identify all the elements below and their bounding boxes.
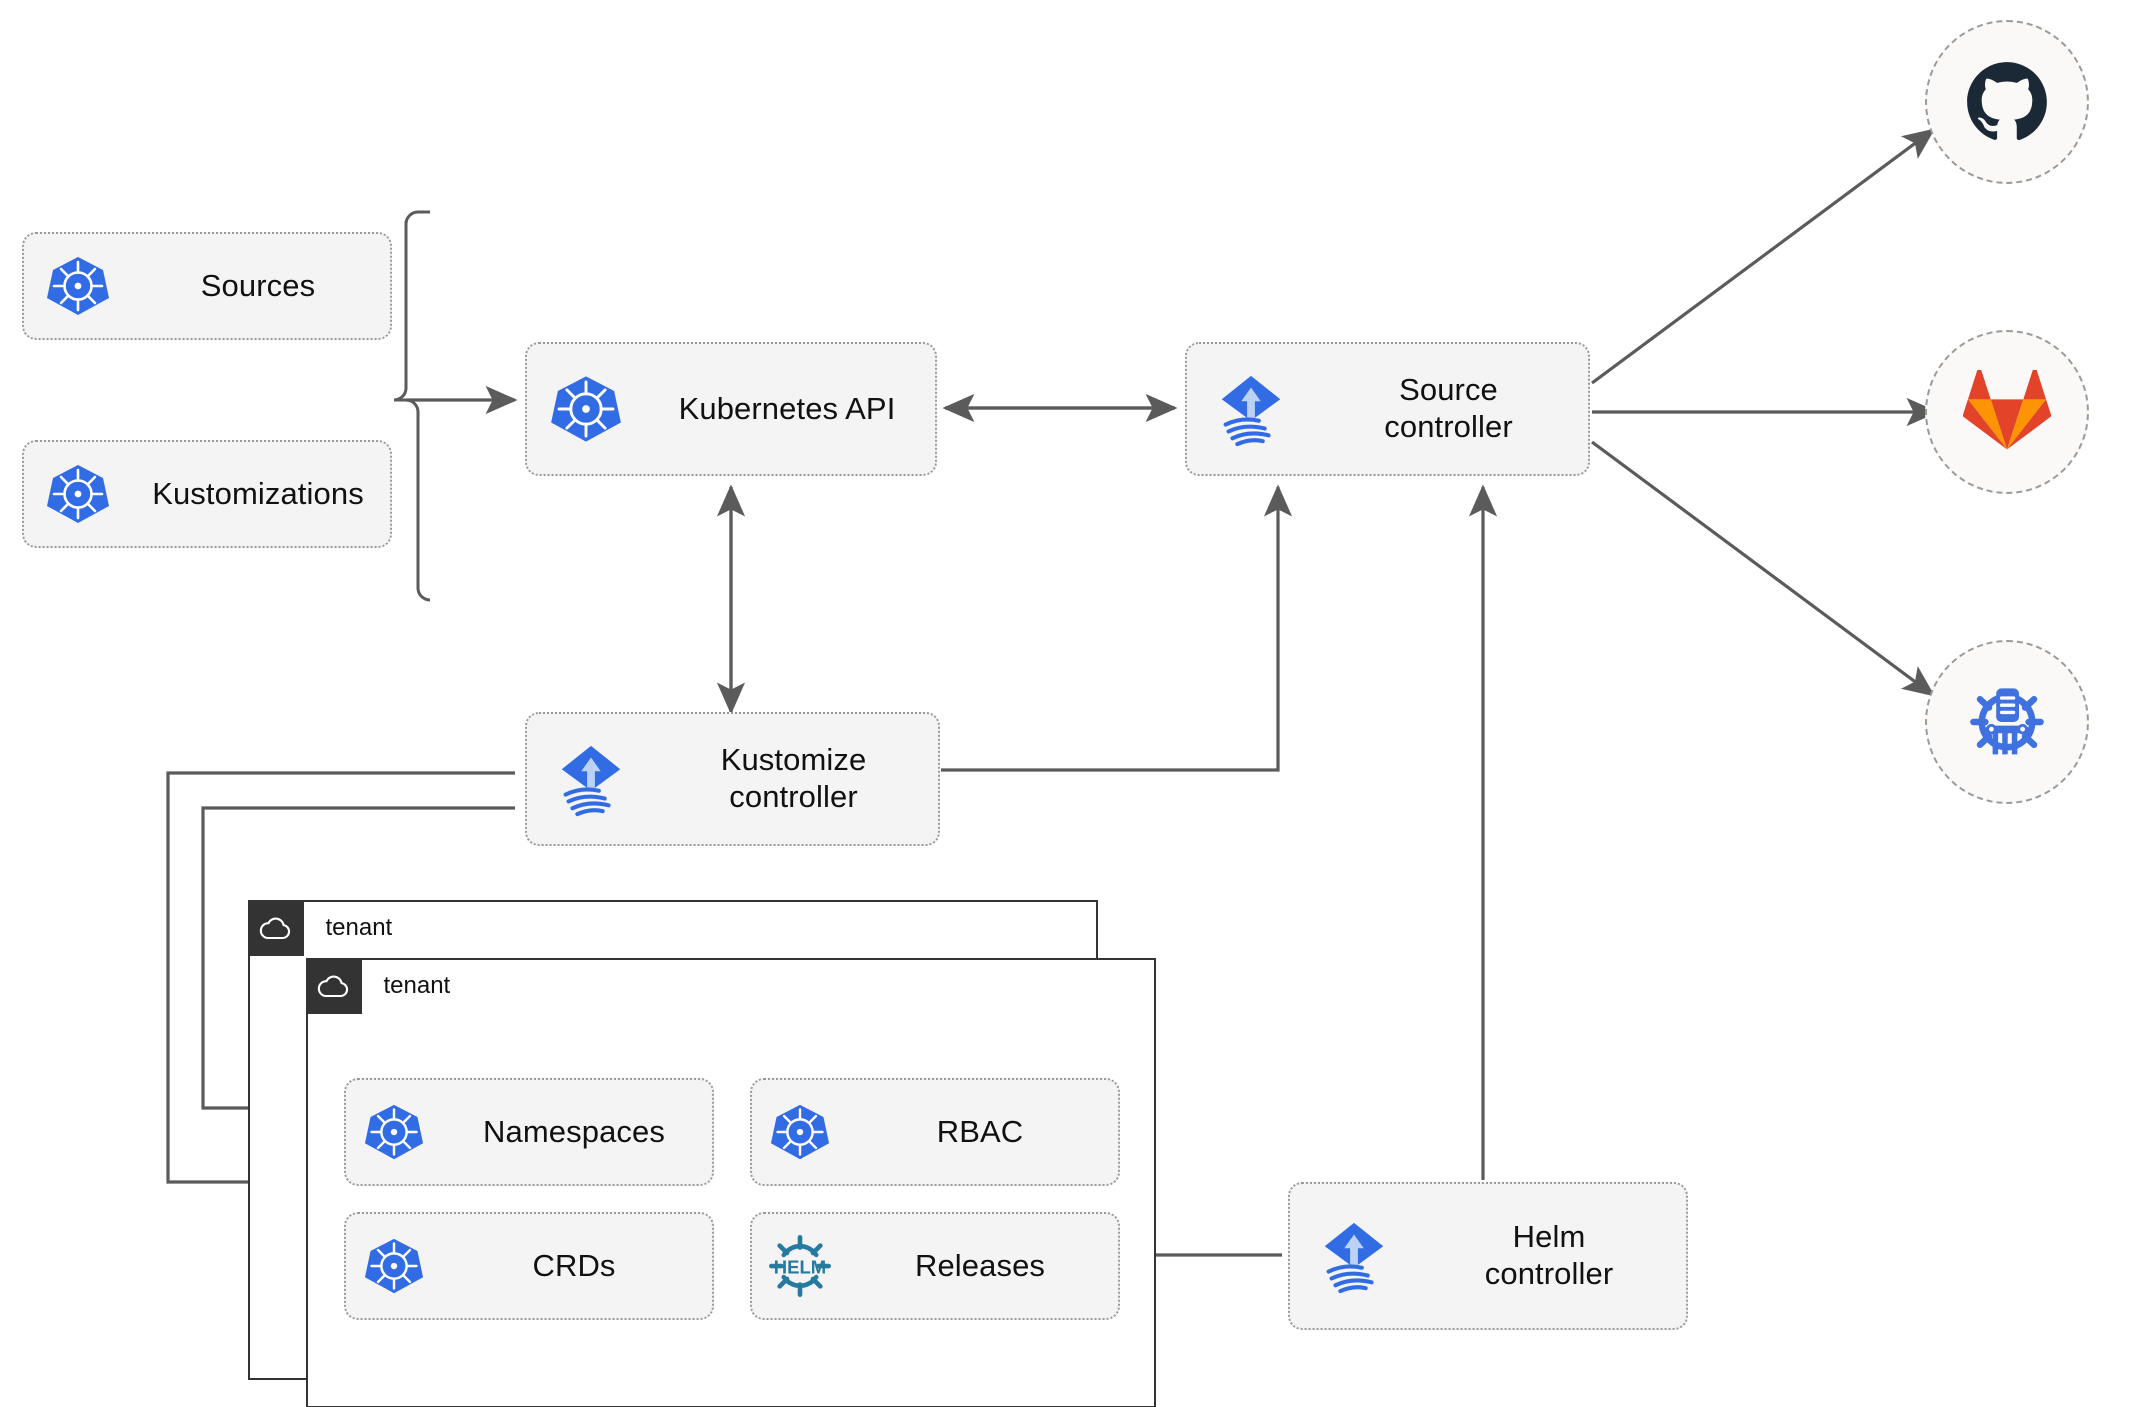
kubernetes-icon [346,1102,442,1162]
svg-text:HELM: HELM [774,1256,826,1277]
node-label: Kubernetes API [678,390,896,426]
helm-repository-icon [1970,688,2044,755]
node-releases[interactable]: HELM Releases [750,1212,1120,1320]
node-label: Kustomizations [152,475,364,511]
provider-github[interactable] [1925,20,2089,184]
node-kustomize-controller[interactable]: Kustomize controller [525,712,940,846]
node-label: Namespaces [483,1113,665,1149]
cloud-icon [305,957,362,1014]
kubernetes-icon [752,1102,848,1162]
node-rbac[interactable]: RBAC [750,1078,1120,1186]
provider-helm-repository[interactable] [1925,640,2089,804]
node-helm-controller[interactable]: Helm controller [1288,1182,1688,1330]
cloud-icon [247,899,304,956]
kubernetes-icon [24,462,132,526]
node-label: Kustomize controller [720,742,867,814]
node-label: Helm controller [1484,1219,1614,1291]
node-crds[interactable]: CRDs [344,1212,714,1320]
github-icon [1967,62,2047,141]
tenant-label: tenant [325,913,393,941]
provider-gitlab[interactable] [1925,330,2089,494]
kubernetes-icon [24,254,132,318]
gitlab-icon [1963,370,2051,450]
node-label: RBAC [936,1113,1024,1149]
node-sources[interactable]: Sources [22,232,392,340]
flux-icon [1290,1217,1418,1295]
flux-icon [527,740,655,818]
helm-icon: HELM [752,1229,848,1303]
tenant-header: tenant [305,957,451,1014]
node-label: Source controller [1384,372,1513,444]
node-label: Releases [914,1247,1046,1283]
node-source-controller[interactable]: Source controller [1185,342,1590,476]
flux-icon [1187,370,1315,448]
node-label: Sources [200,267,316,303]
tenant-header: tenant [247,899,393,956]
kubernetes-icon [346,1236,442,1296]
tenant-resource-grid: Namespaces [344,1078,1120,1320]
node-kustomizations[interactable]: Kustomizations [22,440,392,548]
node-namespaces[interactable]: Namespaces [344,1078,714,1186]
tenant-label: tenant [383,971,451,999]
node-label: CRDs [532,1247,616,1283]
tenant-container-inner[interactable]: tenant [305,957,1156,1407]
kubernetes-icon [527,373,645,445]
node-kubernetes-api[interactable]: Kubernetes API [525,342,937,476]
